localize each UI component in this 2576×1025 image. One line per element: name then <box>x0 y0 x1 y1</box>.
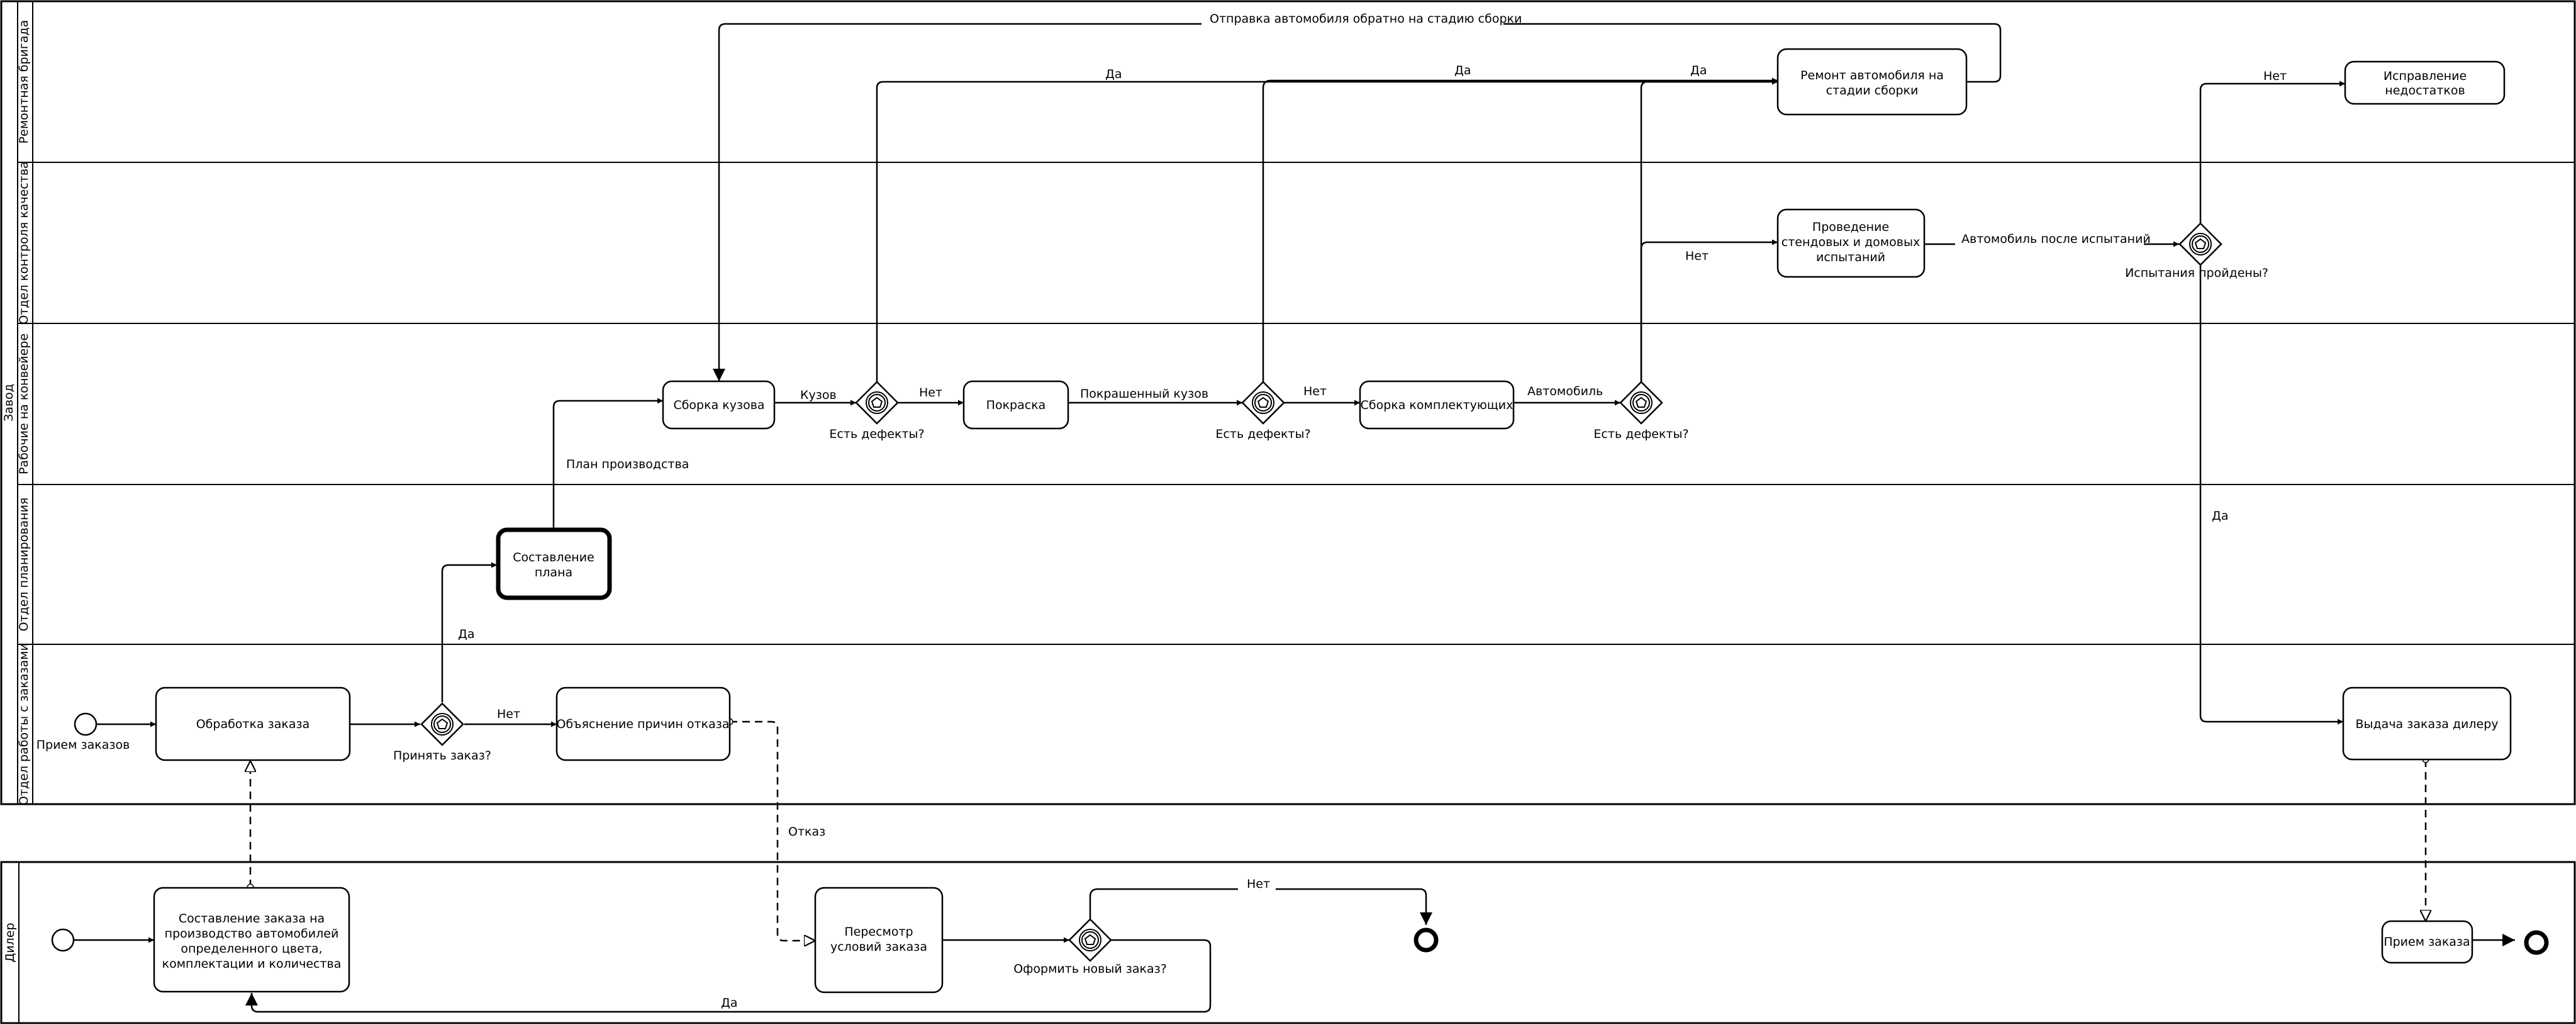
task-testing-label-3: испытаний <box>1816 250 1885 264</box>
flows <box>74 23 2515 1013</box>
label-painted-body: Покрашенный кузов <box>1080 387 1208 401</box>
lane-repair-label: Ремонтная бригада <box>17 20 31 144</box>
label-refusal: Отказ <box>788 825 825 839</box>
start-event-orders[interactable] <box>74 712 98 736</box>
flow-plan-to-body <box>552 398 663 529</box>
gateway-defects-3-label: Есть дефекты? <box>1593 427 1688 441</box>
label-no-fix: Нет <box>2263 69 2287 83</box>
task-testing[interactable]: Проведение стендовых и домовых испытаний <box>1776 208 1926 278</box>
gateway-defects-1-label: Есть дефекты? <box>829 427 924 441</box>
task-repair[interactable]: Ремонт автомобиля на стадии сборки <box>1776 48 1968 116</box>
task-testing-label-1: Проведение <box>1812 220 1889 234</box>
task-compose-label-1: Составление заказа на <box>179 912 325 926</box>
task-fix-label-2: недостатков <box>2385 84 2465 98</box>
flow-gw3-yes <box>1640 79 1778 383</box>
lane-orders-label: Отдел работы с заказами <box>17 643 31 805</box>
gateway-tests-label: Испытания пройдены? <box>2125 266 2268 280</box>
label-yes-tests: Да <box>2212 509 2229 523</box>
end-event-new-order[interactable] <box>1413 927 1439 953</box>
gateway-accept-order[interactable] <box>420 702 464 746</box>
task-revise-order[interactable]: Пересмотр условий заказа <box>814 887 944 994</box>
task-order-processing[interactable]: Обработка заказа <box>155 686 351 761</box>
label-send-back: Отправка автомобиля обратно на стадию сб… <box>1210 12 1522 26</box>
task-receive-order[interactable]: Прием заказа <box>2381 920 2473 964</box>
gateway-defects-3[interactable] <box>1619 381 1663 425</box>
label-after-tests: Автомобиль после испытаний <box>1961 232 2151 246</box>
label-yes-accept: Да <box>458 627 475 641</box>
pool-factory: Завод Ремонтная бригада Отдел контроля к… <box>0 0 2576 805</box>
label-yes-new: Да <box>721 996 738 1010</box>
task-repair-label-2: стадии сборки <box>1826 84 1919 98</box>
task-fix-defects[interactable]: Исправление недостатков <box>2344 60 2506 105</box>
task-compose-label-4: комплектации и количества <box>162 957 342 971</box>
task-deliver-dealer[interactable]: Выдача заказа дилеру <box>2342 686 2512 761</box>
lane-assembly-label: Рабочие на конвейере <box>17 333 31 474</box>
label-yes-1: Да <box>1105 67 1122 81</box>
flow-tests-no <box>2199 81 2345 223</box>
task-processing-label: Обработка заказа <box>196 717 310 731</box>
gateway-defects-2-label: Есть дефекты? <box>1215 427 1310 441</box>
start-event-orders-label: Прием заказов <box>36 738 130 752</box>
task-compose-label-2: производство автомобилей <box>165 927 339 941</box>
label-yes-2: Да <box>1454 64 1471 77</box>
task-compose-label-3: определенного цвета, <box>181 942 322 956</box>
task-repair-label-1: Ремонт автомобиля на <box>1800 69 1944 82</box>
gateway-defects-2[interactable] <box>1241 381 1285 425</box>
flow-accept-yes <box>441 562 497 702</box>
task-compose-order[interactable]: Составление заказа на производство автом… <box>153 887 350 993</box>
flow-gw-new-yes <box>245 939 1212 1013</box>
label-body: Кузов <box>800 388 837 402</box>
task-deliver-label: Выдача заказа дилеру <box>2356 717 2499 731</box>
task-compose-plan[interactable]: Составление плана <box>496 527 612 600</box>
start-event-dealer[interactable] <box>51 928 75 952</box>
label-car: Автомобиль <box>1527 384 1603 398</box>
task-plan-label-2: плана <box>535 566 572 580</box>
label-no-2: Нет <box>1303 384 1327 398</box>
pool-dealer: Дилер <box>0 861 2576 1024</box>
gateway-tests-passed[interactable] <box>2178 222 2222 266</box>
task-revise-label-2: условий заказа <box>830 940 927 954</box>
label-yes-3: Да <box>1690 64 1707 77</box>
label-no-3: Нет <box>1685 249 1709 263</box>
label-no-1: Нет <box>919 386 942 400</box>
gateway-new-order[interactable] <box>1068 918 1112 962</box>
task-receive-label: Прием заказа <box>2384 935 2470 949</box>
msg-refusal <box>730 722 815 941</box>
flow-tests-yes <box>2199 266 2343 725</box>
task-painting[interactable]: Покраска <box>962 380 1069 430</box>
flow-labels: Отправка автомобиля обратно на стадию сб… <box>458 9 2287 1010</box>
task-plan-label-1: Составление <box>513 551 594 564</box>
gateway-defects-1[interactable] <box>855 381 899 425</box>
gateway-new-order-label: Оформить новый заказ? <box>1013 962 1167 976</box>
lane-quality-label: Отдел контроля качества <box>17 161 31 324</box>
pool-factory-label: Завод <box>2 384 16 422</box>
task-components-label: Сборка комплектующих <box>1361 398 1514 412</box>
task-revise-label-1: Пересмотр <box>844 925 913 939</box>
gateway-accept-label: Принять заказ? <box>393 749 491 763</box>
task-components-assembly[interactable]: Сборка комплектующих <box>1359 380 1515 430</box>
flow-repair-back <box>713 23 2002 381</box>
task-body-assembly[interactable]: Сборка кузова <box>662 380 776 430</box>
task-explain-label: Объяснение причин отказа <box>556 717 729 731</box>
task-testing-label-2: стендовых и домовых <box>1781 235 1920 249</box>
label-no-new: Нет <box>1247 877 1270 891</box>
flow-gw3-no <box>1640 239 1778 383</box>
flow-gw1-yes <box>876 79 1778 383</box>
task-fix-label-1: Исправление <box>2384 69 2467 83</box>
end-event-dealer[interactable] <box>2524 930 2549 955</box>
label-prod-plan: План производства <box>566 457 689 471</box>
task-body-assembly-label: Сборка кузова <box>673 398 764 412</box>
message-flows <box>250 722 2426 941</box>
pool-dealer-label: Дилер <box>3 922 17 962</box>
flow-gw2-yes <box>1262 77 1778 383</box>
label-no-accept: Нет <box>497 707 520 721</box>
task-explain-reject[interactable]: Объяснение причин отказа <box>555 686 731 761</box>
lane-planning-label: Отдел планирования <box>17 498 31 632</box>
task-painting-label: Покраска <box>986 398 1046 412</box>
